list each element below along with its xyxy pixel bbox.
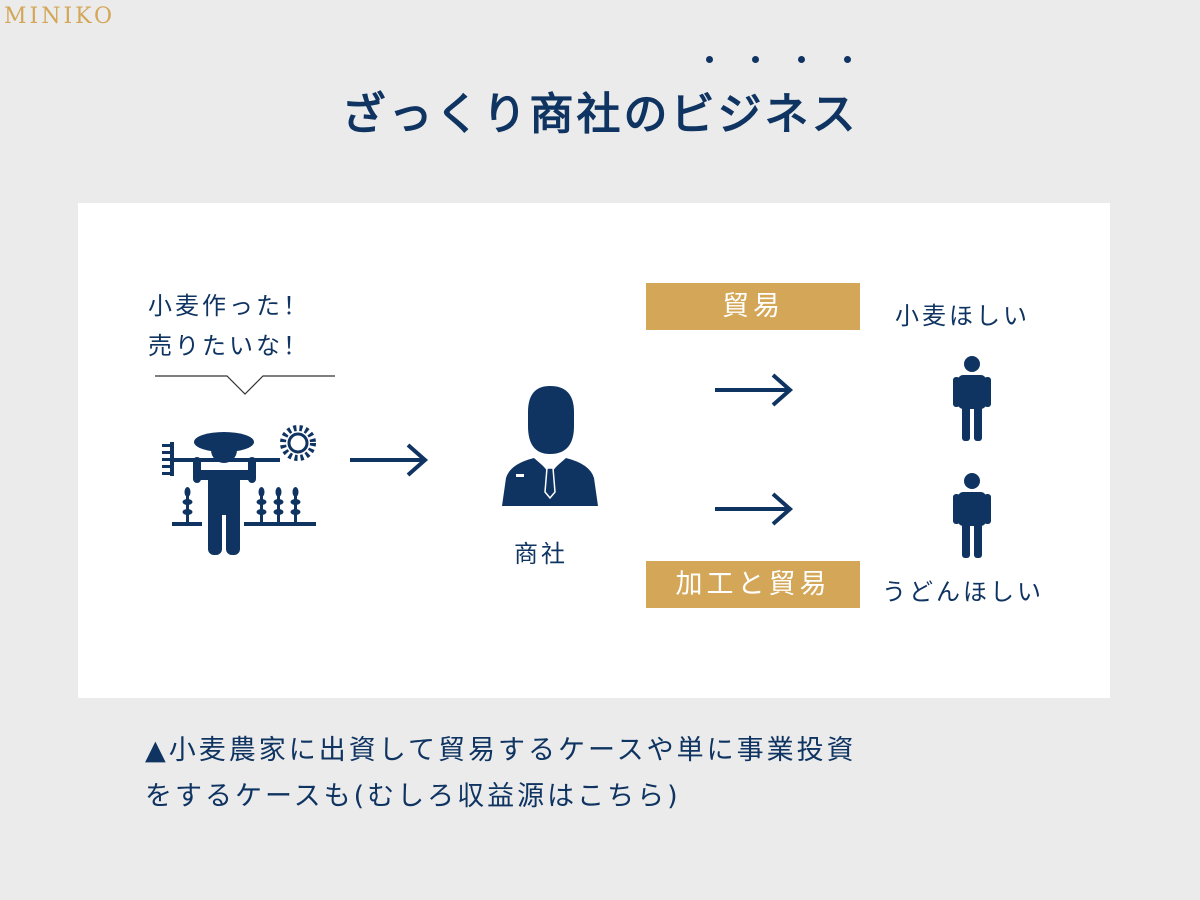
speech-bubble-pointer bbox=[155, 375, 335, 395]
arrow-right-icon bbox=[715, 492, 794, 526]
person-icon bbox=[953, 356, 991, 441]
caption: ▲小麦農家に出資して貿易するケースや単に事業投資 をするケースも(むしろ収益源は… bbox=[145, 728, 857, 820]
emphasis-dot bbox=[844, 56, 851, 63]
trade-tag: 貿易 bbox=[646, 283, 860, 330]
process-trade-tag: 加工と貿易 bbox=[646, 561, 860, 608]
caption-line-2: をするケースも(むしろ収益源はこちら) bbox=[145, 781, 681, 812]
emphasis-dot bbox=[706, 56, 713, 63]
customer-wheat-label: 小麦ほしい bbox=[895, 302, 1030, 330]
caption-line-1: ▲小麦農家に出資して貿易するケースや単に事業投資 bbox=[145, 735, 857, 766]
diagram-panel bbox=[78, 203, 1110, 698]
farmer-icon bbox=[162, 425, 316, 555]
logo: MINIKO bbox=[4, 4, 116, 29]
emphasis-dot bbox=[798, 56, 805, 63]
businessman-icon bbox=[502, 386, 598, 506]
speech-line-2: 売りたいな！ bbox=[148, 332, 310, 360]
arrow-right-icon bbox=[350, 443, 429, 477]
speech-line-1: 小麦作った！ bbox=[148, 292, 310, 320]
person-icon bbox=[953, 473, 991, 558]
page-title: ざっくり商社のビジネス bbox=[341, 89, 859, 140]
company-label: 商社 bbox=[514, 540, 568, 568]
customer-udon-label: うどんほしい bbox=[882, 578, 1044, 606]
emphasis-dot bbox=[752, 56, 759, 63]
arrow-right-icon bbox=[715, 373, 794, 407]
